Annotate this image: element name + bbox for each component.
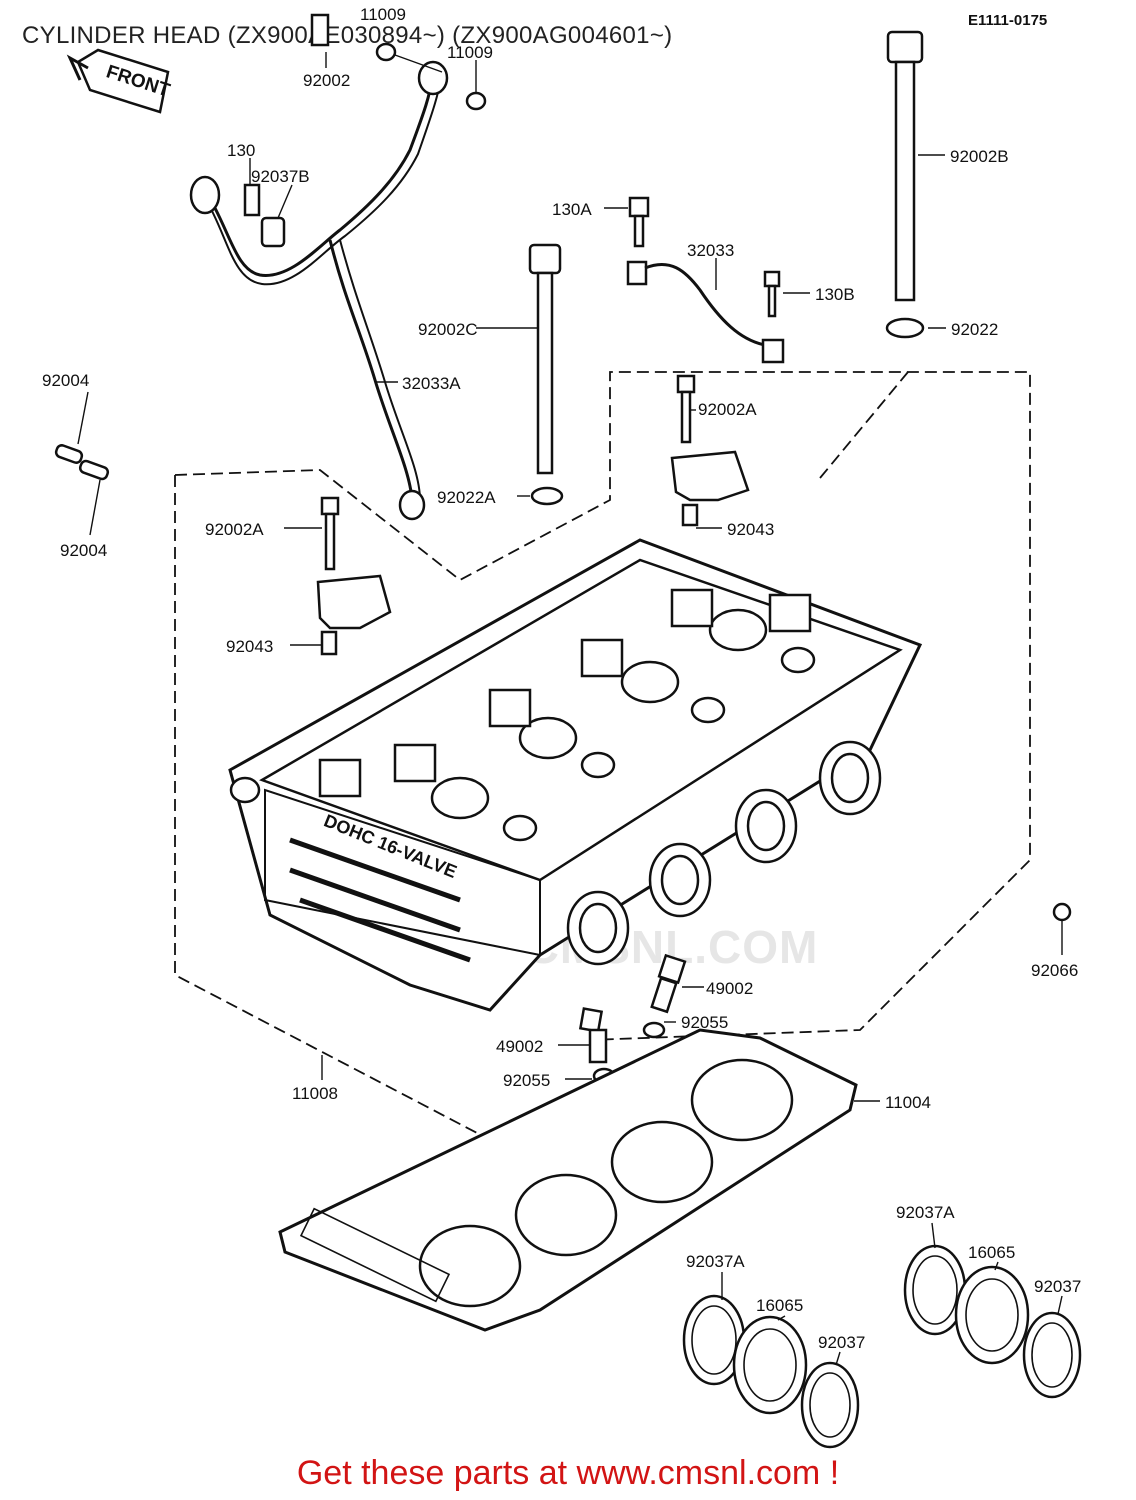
cam-cap-left <box>316 496 392 656</box>
bolt-92002b <box>885 30 925 339</box>
label-92055-left: 92055 <box>503 1071 550 1090</box>
label-11009-a: 11009 <box>360 5 406 24</box>
label-92043-right: 92043 <box>727 520 774 539</box>
label-92037a-left: 92037A <box>686 1252 745 1271</box>
label-32033: 32033 <box>687 241 734 260</box>
label-92004-a: 92004 <box>42 371 89 390</box>
head-gasket <box>278 1028 858 1332</box>
front-tag-label: FRONT <box>104 61 173 101</box>
label-11009-b: 11009 <box>447 43 493 62</box>
label-11008: 11008 <box>292 1084 338 1103</box>
label-92055-right: 92055 <box>681 1013 728 1032</box>
dowel-pins-92004 <box>54 444 110 481</box>
label-92002a-right: 92002A <box>698 400 757 419</box>
label-92002a-left: 92002A <box>205 520 264 539</box>
label-92004-b: 92004 <box>60 541 107 560</box>
bolt-92002c <box>528 243 564 506</box>
cylinder-head: DOHC 16-VALVE <box>228 538 1072 1012</box>
label-32033a: 32033A <box>402 374 461 393</box>
label-92002: 92002 <box>303 71 350 90</box>
label-130: 130 <box>227 141 255 160</box>
label-49002-right: 49002 <box>706 979 753 998</box>
label-92066: 92066 <box>1031 961 1078 980</box>
assembly-outline <box>174 371 1031 1146</box>
label-92022a: 92022A <box>437 488 496 507</box>
diagram-code: E1111-0175 <box>968 12 1048 29</box>
label-92037-right: 92037 <box>1034 1277 1081 1296</box>
oil-pipe-32033a <box>189 13 487 521</box>
diagram-title: CYLINDER HEAD (ZX900AE030894~) (ZX900AG0… <box>22 22 673 49</box>
intake-holder-left <box>682 1294 860 1449</box>
cam-cap-right <box>670 374 750 527</box>
label-130b: 130B <box>815 285 855 304</box>
label-16065-left: 16065 <box>756 1296 803 1315</box>
leader-lines <box>77 52 1063 1366</box>
footer-link[interactable]: Get these parts at www.cmsnl.com ! <box>296 1454 840 1492</box>
label-92037-left: 92037 <box>818 1333 865 1352</box>
label-92043-left: 92043 <box>226 637 273 656</box>
label-92037a-right: 92037A <box>896 1203 955 1222</box>
intake-holder-right <box>903 1244 1082 1399</box>
label-49002-left: 49002 <box>496 1037 543 1056</box>
oil-pipe-32033 <box>626 196 785 364</box>
sensors-49002 <box>578 953 687 1085</box>
label-92022: 92022 <box>951 320 998 339</box>
front-tag: FRONT <box>66 48 173 114</box>
label-16065-right: 16065 <box>968 1243 1015 1262</box>
label-92037b: 92037B <box>251 167 310 186</box>
part-labels: 11009 11009 92002 130 92037B 92002B 130A… <box>42 5 1081 1352</box>
label-11004: 11004 <box>885 1093 931 1112</box>
label-92002b: 92002B <box>950 147 1009 166</box>
label-92002c: 92002C <box>418 320 478 339</box>
label-130a: 130A <box>552 200 592 219</box>
